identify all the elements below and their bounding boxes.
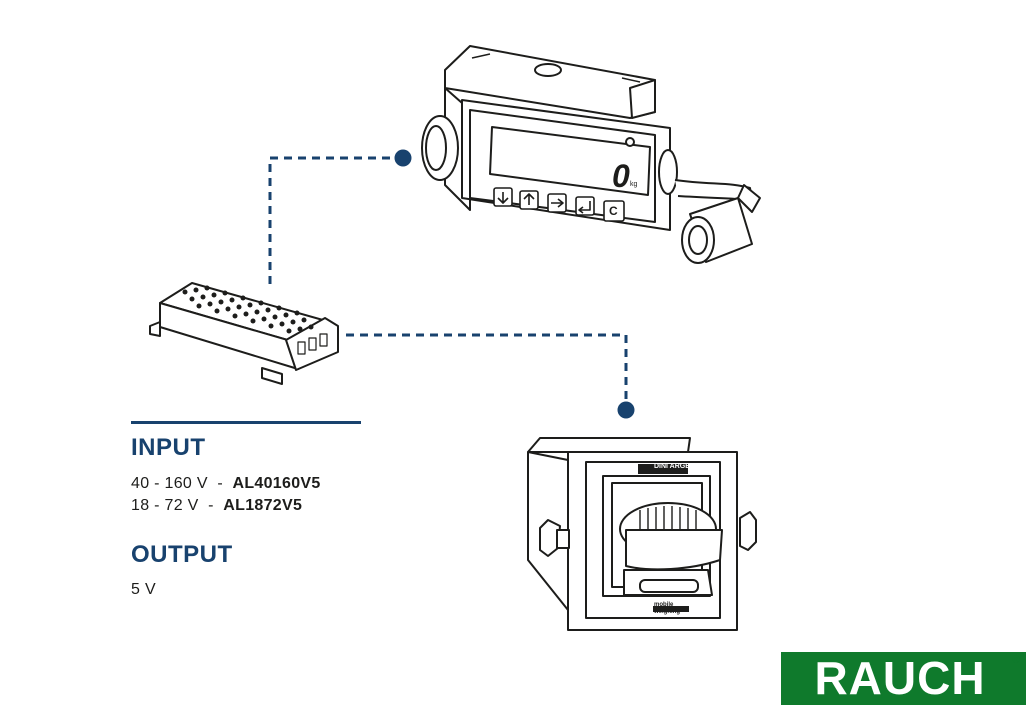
connector-to-indicator [268,156,395,284]
output-heading: OUTPUT [131,541,233,568]
connector-to-printer [346,333,628,402]
thermal-printer [527,437,757,631]
indicator-display-value: 0 [612,158,630,194]
input-range-2: 18 - 72 V [131,497,199,514]
input-range-1: 40 - 160 V [131,475,208,492]
indicator-c-key-label: C [609,204,618,218]
input-model-1: AL40160V5 [232,475,321,492]
rauch-logo-text: RAUCH [814,652,986,704]
printer-brand: DINI ARGEO [654,463,696,470]
printer-badge: mobile weighing [654,602,680,615]
input-heading: INPUT [131,434,206,461]
input-separator-2: - [208,497,214,514]
input-separator-1: - [217,475,223,492]
input-model-2: AL1872V5 [223,497,303,514]
input-line-2: 18 - 72 V - AL1872V5 [131,497,302,515]
registered-mark: ® [1012,654,1021,666]
weight-indicator [421,45,761,264]
input-line-1: 40 - 160 V - AL40160V5 [131,475,321,493]
indicator-unit: kg [630,181,638,188]
connector-dot-printer [617,401,635,419]
rauch-logo: RAUCH [781,652,1026,705]
connector-dot-indicator [394,149,412,167]
output-value: 5 V [131,581,156,598]
power-converter [149,282,339,385]
section-divider [131,421,361,424]
